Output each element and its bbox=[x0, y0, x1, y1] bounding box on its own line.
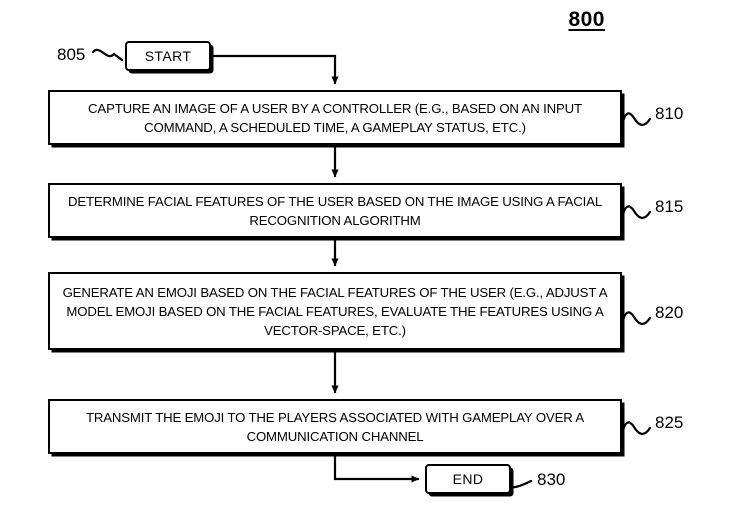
terminal-start-label: START bbox=[144, 47, 192, 64]
process-step-820[interactable]: GENERATE AN EMOJI BASED ON THE FACIAL FE… bbox=[48, 272, 622, 350]
edge-825-to-end bbox=[333, 454, 420, 483]
reference-numeral-815: 815 bbox=[655, 197, 684, 216]
process-step-810-label: CAPTURE AN IMAGE OF A USER BY A CONTROLL… bbox=[88, 100, 582, 135]
reference-numeral-830: 830 bbox=[537, 470, 566, 489]
terminal-end-label: END bbox=[452, 470, 484, 487]
process-step-825[interactable]: TRANSMIT THE EMOJI TO THE PLAYERS ASSOCI… bbox=[48, 399, 622, 454]
process-step-825-label: TRANSMIT THE EMOJI TO THE PLAYERS ASSOCI… bbox=[85, 409, 585, 444]
leader-810 bbox=[620, 112, 652, 130]
process-step-815[interactable]: DETERMINE FACIAL FEATURES OF THE USER BA… bbox=[48, 183, 622, 238]
reference-numeral-825: 825 bbox=[655, 413, 684, 432]
leader-820 bbox=[620, 311, 652, 329]
figure-number: 800 bbox=[568, 8, 605, 31]
terminal-end[interactable]: END bbox=[425, 464, 511, 494]
reference-numeral-810: 810 bbox=[655, 104, 684, 123]
process-step-810[interactable]: CAPTURE AN IMAGE OF A USER BY A CONTROLL… bbox=[48, 90, 622, 145]
terminal-start[interactable]: START bbox=[125, 41, 211, 71]
edge-start-to-810 bbox=[211, 54, 339, 85]
leader-825 bbox=[620, 421, 652, 439]
process-step-815-label: DETERMINE FACIAL FEATURES OF THE USER BA… bbox=[67, 193, 603, 228]
leader-805 bbox=[91, 48, 124, 62]
leader-815 bbox=[620, 205, 652, 223]
reference-numeral-820: 820 bbox=[655, 303, 684, 322]
reference-numeral-805: 805 bbox=[57, 45, 86, 64]
process-step-820-label: GENERATE AN EMOJI BASED ON THE FACIAL FE… bbox=[62, 284, 608, 338]
